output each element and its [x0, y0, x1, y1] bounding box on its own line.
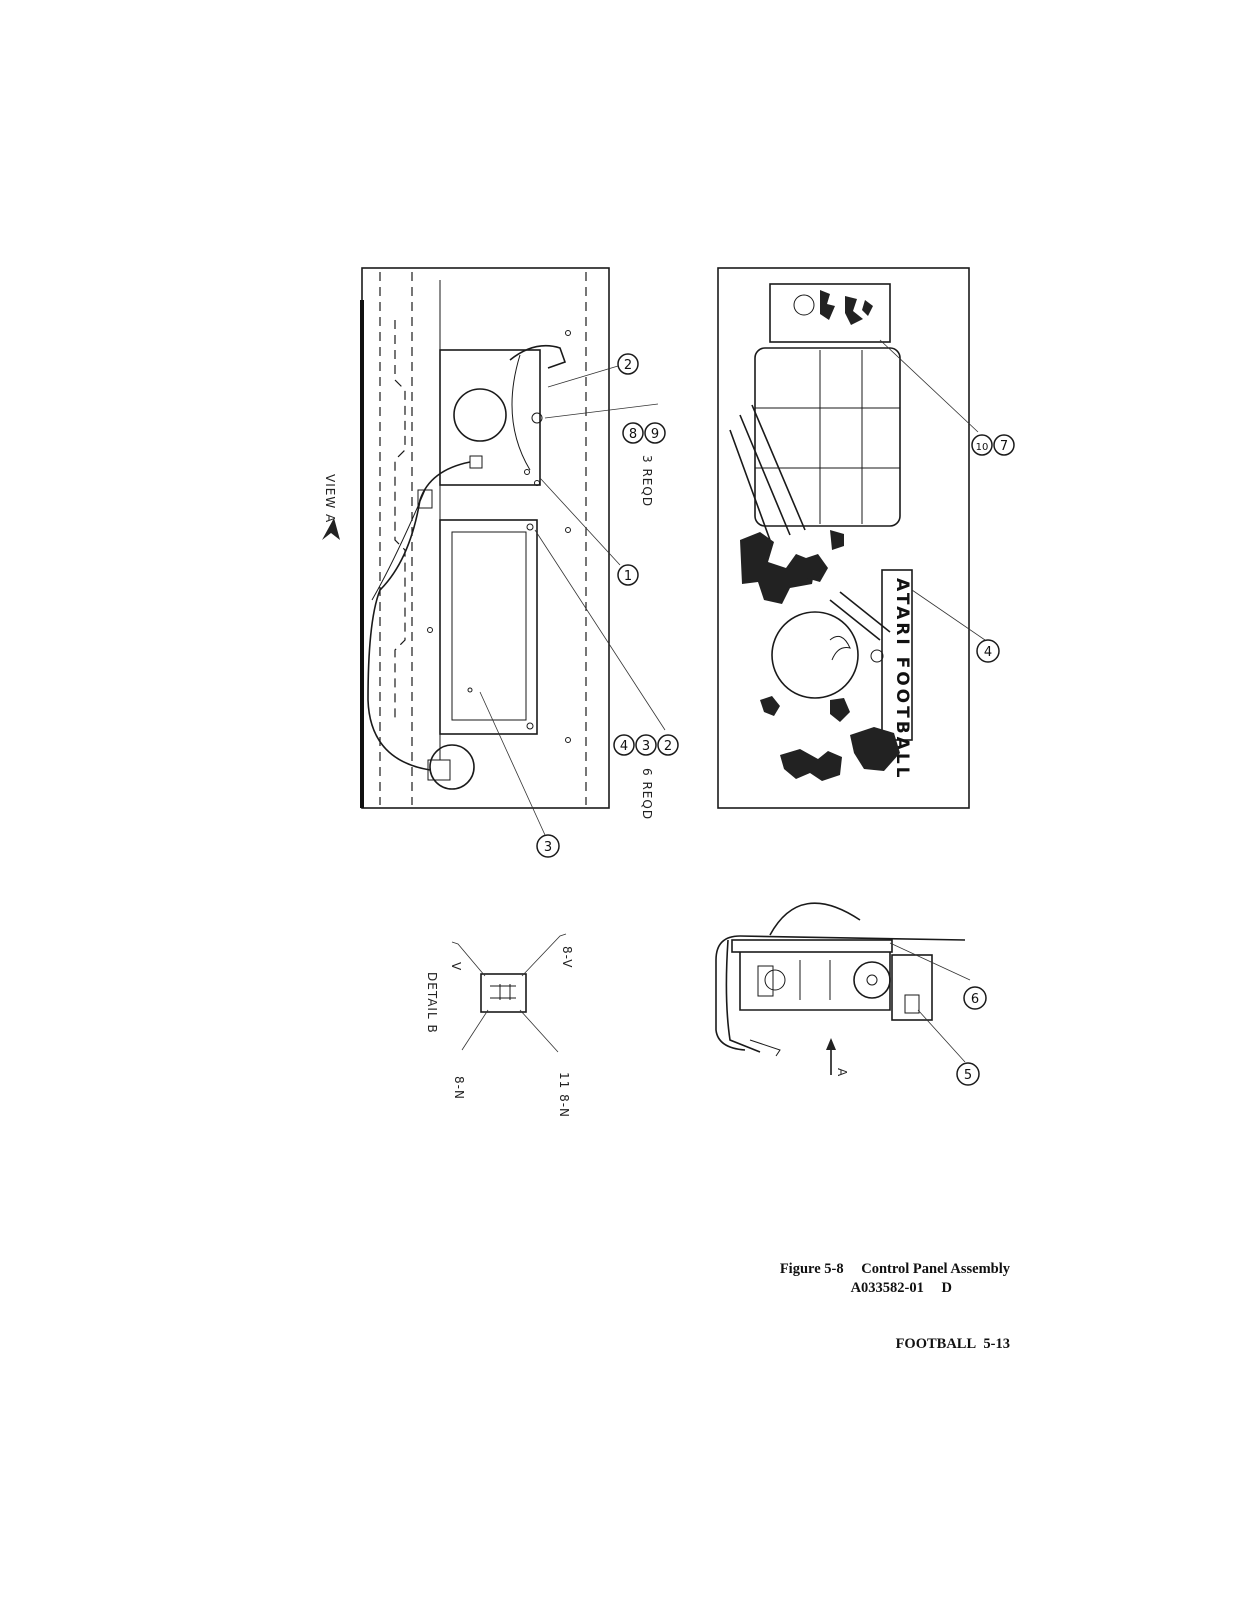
figure-caption: Figure 5-8 Control Panel Assembly A03358… [780, 1260, 1010, 1298]
qty-6-reqd: 6 REQD [640, 768, 654, 820]
detail-b-circle [429, 744, 475, 790]
page-footer: FOOTBALL 5-13 [896, 1336, 1010, 1353]
player-select-window [754, 347, 901, 527]
wire-label-v: V [449, 962, 463, 971]
svg-text:4: 4 [984, 645, 992, 660]
atari-football-logo: ATARI FOOTBALL [892, 578, 912, 781]
switch-connector [480, 973, 527, 1013]
svg-text:5: 5 [964, 1068, 972, 1083]
svg-text:8: 8 [629, 427, 637, 442]
svg-text:7: 7 [1000, 439, 1008, 454]
front-callouts: 10 7 4 [879, 339, 1015, 663]
part-number: A033582-01 [850, 1280, 924, 1296]
svg-text:2: 2 [664, 739, 672, 754]
wire-label-8-n: 8-N [452, 1076, 466, 1100]
footer-page-number: 5-13 [983, 1336, 1010, 1352]
display-bracket [439, 519, 538, 735]
trackball-roller [853, 961, 891, 999]
footer-game-title: FOOTBALL [895, 1336, 977, 1352]
side-callouts: 6 5 [889, 942, 987, 1086]
svg-text:9: 9 [651, 427, 659, 442]
front-panel-artwork: ATARI FOOTBALL [717, 267, 970, 809]
view-a-callouts: 2 8 9 3 REQD 1 4 3 2 6 REQD 3 [479, 353, 679, 858]
wire-label-11-8-n: 11 8-N [557, 1072, 571, 1118]
trackball [771, 611, 859, 699]
svg-text:4: 4 [620, 739, 628, 754]
svg-text:1: 1 [624, 569, 632, 584]
svg-text:A: A [835, 1068, 849, 1077]
svg-text:2: 2 [624, 358, 632, 373]
svg-text:3: 3 [642, 739, 650, 754]
revision-letter: D [941, 1280, 952, 1296]
qty-3-reqd: 3 REQD [640, 455, 654, 507]
view-a-label: VIEW A [323, 474, 337, 523]
side-section-view: A [715, 902, 966, 1077]
svg-text:10: 10 [976, 442, 989, 453]
figure-title: Control Panel Assembly [861, 1261, 1010, 1277]
svg-text:6: 6 [971, 992, 979, 1007]
switch-plate [439, 349, 541, 486]
coin-button-hole [453, 388, 507, 442]
svg-text:3: 3 [544, 840, 552, 855]
view-a-rear-panel: VIEW A [322, 267, 610, 809]
figure-number: Figure 5-8 [779, 1261, 844, 1277]
detail-b-label: DETAIL B [425, 972, 439, 1034]
wire-label-8-v: 8-V [560, 946, 574, 968]
instruction-label [769, 283, 891, 343]
detail-b: V 8-V 8-N 11 8-N DETAIL B [425, 933, 574, 1118]
